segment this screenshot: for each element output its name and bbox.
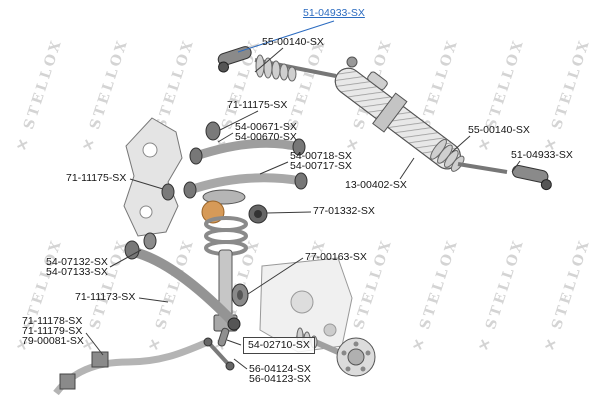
part-label-54-00670-sx: 54-00670-SX bbox=[235, 131, 297, 143]
part-label-54-07133-sx: 54-07133-SX bbox=[46, 266, 108, 278]
part-label-54-00718-sx: 54-00718-SX bbox=[290, 150, 352, 162]
inner-tie-rod-right bbox=[457, 162, 508, 174]
part-label-79-00081-sx: 79-00081-SX bbox=[22, 335, 84, 347]
knuckle-bushing bbox=[161, 183, 175, 201]
upper-control-arm-rear bbox=[183, 172, 308, 199]
part-label-77-00163-sx: 77-00163-SX bbox=[305, 251, 367, 263]
tie-rod-end-right bbox=[511, 165, 552, 191]
part-label-71-11175-sx-top: 71-11175-SX bbox=[227, 99, 288, 111]
steering-rack bbox=[334, 67, 465, 172]
driveshaft-and-hub bbox=[295, 327, 376, 377]
part-label-71-11175-sx-left: 71-11175-SX bbox=[66, 172, 127, 184]
part-label-55-00140-sx-right: 55-00140-SX bbox=[468, 124, 530, 136]
part-label-71-11179-sx: 71-11179-SX bbox=[22, 325, 83, 337]
part-label-56-04124-sx: 56-04124-SX bbox=[249, 363, 311, 375]
part-label-77-01332-sx: 77-01332-SX bbox=[313, 205, 375, 217]
stabilizer-link bbox=[203, 327, 235, 371]
part-label-51-04933-sx-top[interactable]: 51-04933-SX bbox=[303, 7, 365, 19]
leader-lines bbox=[85, 20, 521, 370]
tie-rod-end-left bbox=[217, 46, 252, 73]
stabilizer-bar bbox=[53, 338, 210, 396]
steering-knuckle bbox=[123, 117, 183, 237]
steering-input-shaft bbox=[346, 56, 358, 68]
part-label-54-07132-sx: 54-07132-SX bbox=[46, 256, 108, 268]
lower-control-arm bbox=[124, 232, 241, 331]
part-label-54-02710-sx: 54-02710-SX bbox=[243, 337, 315, 354]
part-label-51-04933-sx-right: 51-04933-SX bbox=[511, 149, 573, 161]
subframe-bushing bbox=[248, 204, 268, 224]
upper-arm-bushing bbox=[205, 121, 221, 141]
upper-control-arm-front bbox=[189, 138, 306, 165]
part-label-71-11178-sx: 71-11178-SX bbox=[22, 315, 83, 327]
part-label-54-00717-sx: 54-00717-SX bbox=[290, 160, 352, 172]
subframe bbox=[259, 257, 353, 353]
part-label-54-00671-sx: 54-00671-SX bbox=[235, 121, 297, 133]
part-label-71-11173-sx: 71-11173-SX bbox=[75, 291, 136, 303]
part-label-55-00140-sx-top: 55-00140-SX bbox=[262, 36, 324, 48]
part-label-13-00402-sx: 13-00402-SX bbox=[345, 179, 407, 191]
part-label-56-04123-sx: 56-04123-SX bbox=[249, 373, 311, 385]
lower-arm-bushing bbox=[231, 283, 249, 307]
